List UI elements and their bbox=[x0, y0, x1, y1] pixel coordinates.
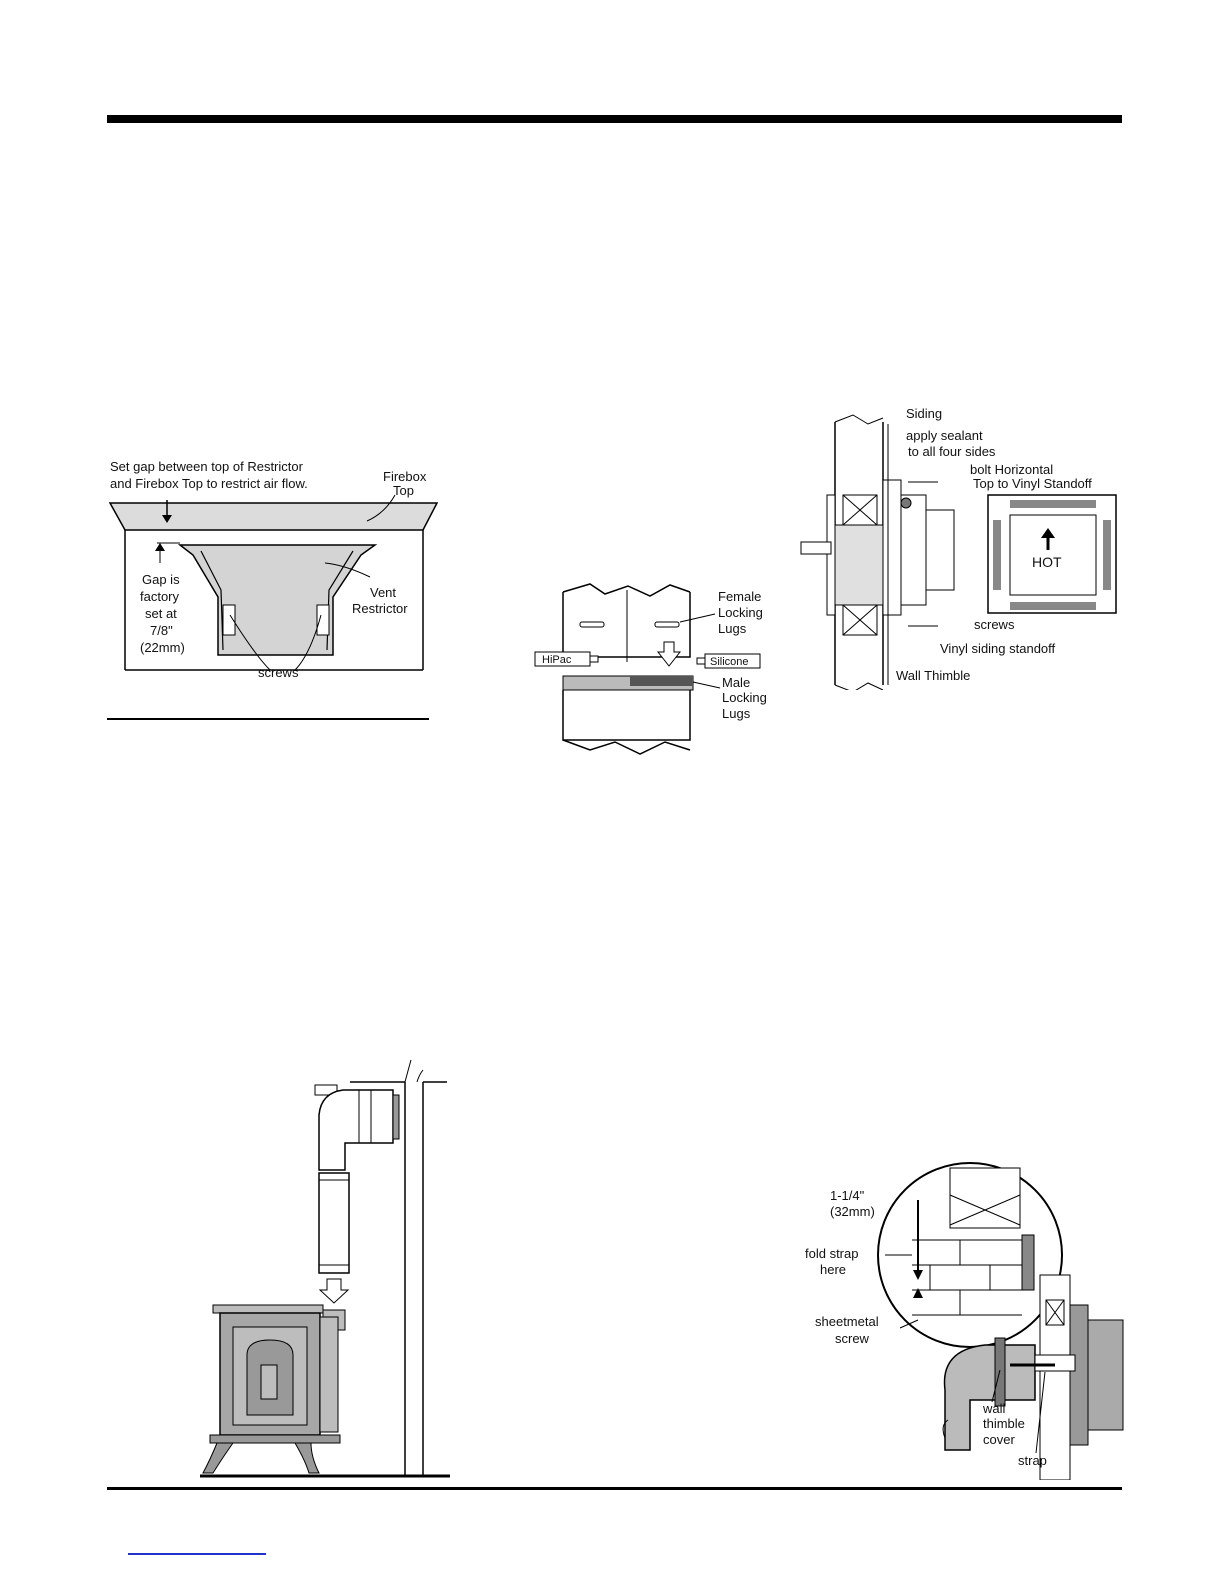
gap-label-line3: set at bbox=[145, 606, 177, 621]
fold-strap-label-line2: here bbox=[820, 1262, 846, 1277]
fold-strap-label-line1: fold strap bbox=[805, 1246, 858, 1261]
bolt-label-line2: Top to Vinyl Standoff bbox=[973, 476, 1092, 491]
restrictor-note-line1: Set gap between top of Restrictor bbox=[110, 459, 304, 474]
sheetmetal-screw-label-line2: screw bbox=[835, 1331, 870, 1346]
vent-restrictor-diagram: Set gap between top of Restrictor and Fi… bbox=[108, 459, 439, 680]
restrictor-note-line2: and Firebox Top to restrict air flow. bbox=[110, 476, 308, 491]
male-label-line1: Male bbox=[722, 675, 750, 690]
gap-label-line5: (22mm) bbox=[140, 640, 185, 655]
thimble-cover-figure: 1-1/4" (32mm) fold strap here sheetmetal… bbox=[800, 1160, 1125, 1480]
gap-label-line2: factory bbox=[140, 589, 180, 604]
vent-label-line2: Restrictor bbox=[352, 601, 408, 616]
wall-thimble-cover-label-line1: wall bbox=[982, 1401, 1006, 1416]
footer-link-underline[interactable] bbox=[128, 1553, 266, 1555]
vent-label-line1: Vent bbox=[370, 585, 396, 600]
strap-label: strap bbox=[1018, 1453, 1047, 1468]
male-label-line2: Locking bbox=[722, 690, 767, 705]
dimension-label-line1: 1-1/4" bbox=[830, 1188, 865, 1203]
female-label-line2: Locking bbox=[718, 605, 763, 620]
gap-label-line1: Gap is bbox=[142, 572, 180, 587]
thimble-cover-diagram: 1-1/4" (32mm) fold strap here sheetmetal… bbox=[805, 1162, 1124, 1480]
wall-thimble-figure: Siding apply sealant to all four sides b… bbox=[798, 400, 1123, 690]
wall-thimble-cover-label-line3: cover bbox=[983, 1432, 1015, 1447]
sealant-label-line1: apply sealant bbox=[906, 428, 983, 443]
screws-label: screws bbox=[258, 665, 299, 680]
female-label-line1: Female bbox=[718, 589, 761, 604]
screws-label: screws bbox=[974, 617, 1015, 632]
vinyl-standoff-label: Vinyl siding standoff bbox=[940, 641, 1056, 656]
male-label-line3: Lugs bbox=[722, 706, 751, 721]
bolt-label-line1: bolt Horizontal bbox=[970, 462, 1053, 477]
sheetmetal-screw-label-line1: sheetmetal bbox=[815, 1314, 879, 1329]
figure-caption-rule bbox=[107, 718, 429, 720]
wall-thimble-label: Wall Thimble bbox=[896, 668, 970, 683]
vent-restrictor-figure: Set gap between top of Restrictor and Fi… bbox=[105, 455, 440, 690]
hipac-label: HiPac bbox=[542, 654, 572, 666]
female-label-line3: Lugs bbox=[718, 621, 747, 636]
locking-lugs-diagram: HiPac Silicone Female Locking Lugs Male … bbox=[534, 583, 767, 755]
locking-lugs-figure: HiPac Silicone Female Locking Lugs Male … bbox=[530, 582, 780, 757]
stove-vent-diagram bbox=[200, 1059, 450, 1478]
wall-thimble-diagram: Siding apply sealant to all four sides b… bbox=[800, 406, 1117, 690]
stove-vent-figure bbox=[195, 1055, 450, 1480]
silicone-label: Silicone bbox=[710, 656, 749, 668]
gap-label-line4: 7/8" bbox=[150, 623, 173, 638]
header-rule bbox=[107, 115, 1122, 123]
hot-label: HOT bbox=[1032, 554, 1062, 570]
firebox-label-line2: Top bbox=[393, 483, 414, 498]
footer-rule bbox=[107, 1487, 1122, 1490]
firebox-label-line1: Firebox bbox=[383, 469, 427, 484]
sealant-label-line2: to all four sides bbox=[908, 444, 996, 459]
wall-thimble-cover-label-line2: thimble bbox=[983, 1416, 1025, 1431]
dimension-label-line2: (32mm) bbox=[830, 1204, 875, 1219]
siding-label: Siding bbox=[906, 406, 942, 421]
